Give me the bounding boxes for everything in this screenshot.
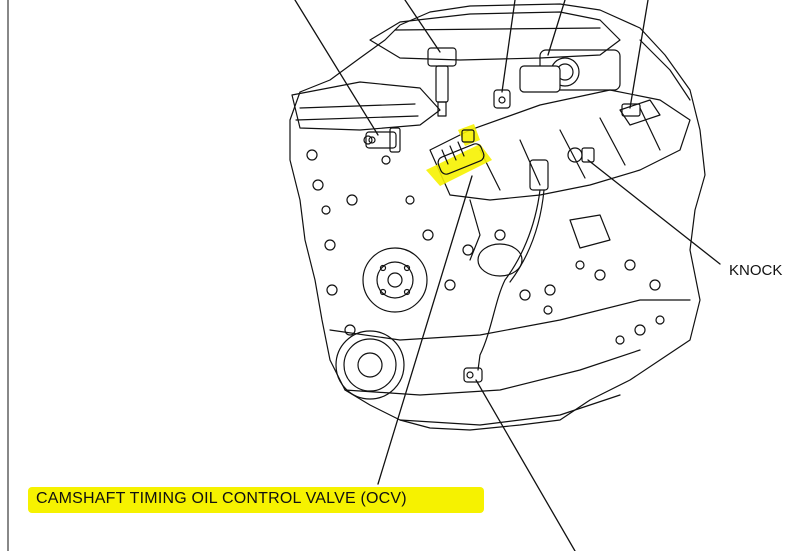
leader-line-knock [587, 159, 721, 265]
crank-sensor [463, 367, 483, 383]
leader-line-throttle [547, 0, 566, 56]
sensor-harness [477, 159, 549, 371]
ocv-label: CAMSHAFT TIMING OIL CONTROL VALVE (OCV) [36, 490, 407, 507]
ocv-label-highlight [28, 487, 484, 513]
leader-lines [294, 0, 721, 551]
leader-line-ocv [377, 175, 473, 485]
leader-line-ignition-coil [404, 0, 441, 53]
leader-line-temp-sensor [629, 0, 649, 109]
ocv-valve [426, 124, 492, 186]
cam-position-sensor [365, 127, 401, 153]
water-pump-pulley [362, 247, 428, 313]
ignition-coil [427, 47, 457, 117]
leader-line-crank-sensor [475, 379, 576, 551]
leader-line-vvt-sensor [501, 0, 516, 93]
engine-drawing [289, 3, 706, 431]
knock-sensor [567, 147, 595, 163]
vvt-sensor [493, 89, 511, 109]
leader-line-cam-sensor [294, 0, 379, 136]
crank-pulley [335, 330, 405, 400]
knock-sensor-label: KNOCK [729, 262, 783, 279]
